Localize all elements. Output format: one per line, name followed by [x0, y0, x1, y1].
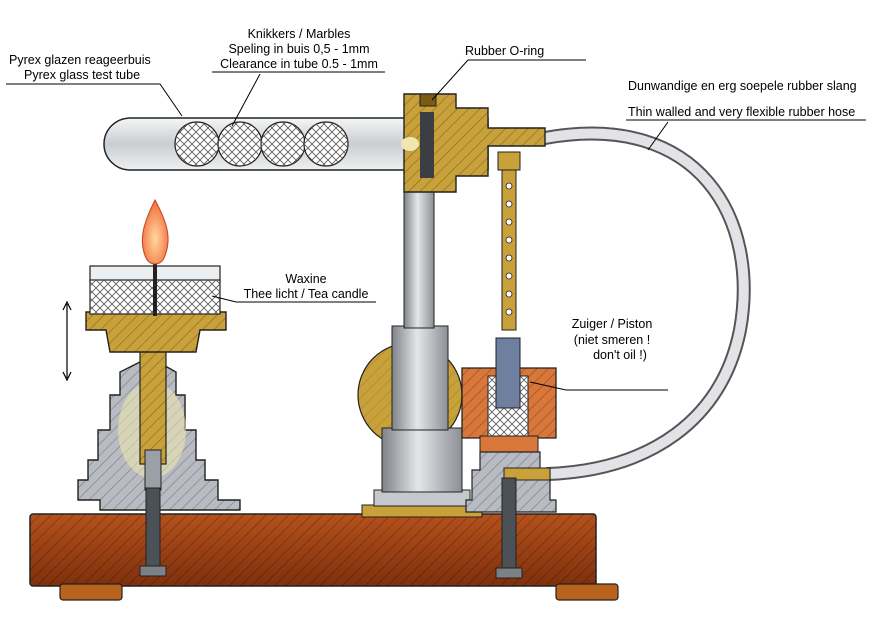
label-candle: Waxine Thee licht / Tea candle [244, 272, 369, 301]
label-marbles-title: Knikkers / Marbles [248, 27, 351, 41]
pyrex-test-tube [103, 117, 489, 171]
connecting-rod [497, 151, 521, 331]
support-column [361, 187, 483, 518]
rubber-hose [538, 126, 751, 481]
brass-head-block [401, 93, 546, 193]
label-candle-title: Waxine [285, 272, 326, 286]
label-hose-en: Thin walled and very flexible rubber hos… [628, 105, 855, 119]
label-o-ring: Rubber O-ring [465, 44, 544, 58]
tea-candle [85, 198, 227, 353]
label-test-tube-nl: Pyrex glazen reageerbuis [9, 53, 151, 67]
leader-lines [6, 59, 866, 391]
candle-flame [141, 198, 169, 265]
label-candle-sub: Thee licht / Tea candle [244, 287, 369, 301]
label-test-tube: Pyrex glazen reageerbuis Pyrex glass tes… [9, 53, 151, 82]
wooden-base [29, 513, 619, 601]
label-piston-title: Zuiger / Piston [572, 317, 653, 331]
label-test-tube-en: Pyrex glass test tube [24, 68, 140, 82]
label-marbles: Knikkers / Marbles Speling in buis 0,5 -… [220, 27, 378, 71]
piston-cylinder [461, 337, 557, 579]
label-hose-nl: Dunwandige en erg soepele rubber slang [628, 79, 857, 93]
label-marbles-clearance-nl: Speling in buis 0,5 - 1mm [228, 42, 369, 56]
label-piston-note2: don't oil !) [593, 348, 647, 362]
label-piston-note1: (niet smeren ! [574, 333, 650, 347]
height-adjust-arrow [62, 300, 72, 382]
label-piston: Zuiger / Piston (niet smeren ! don't oil… [572, 317, 653, 362]
label-marbles-clearance-en: Clearance in tube 0.5 - 1mm [220, 57, 378, 71]
